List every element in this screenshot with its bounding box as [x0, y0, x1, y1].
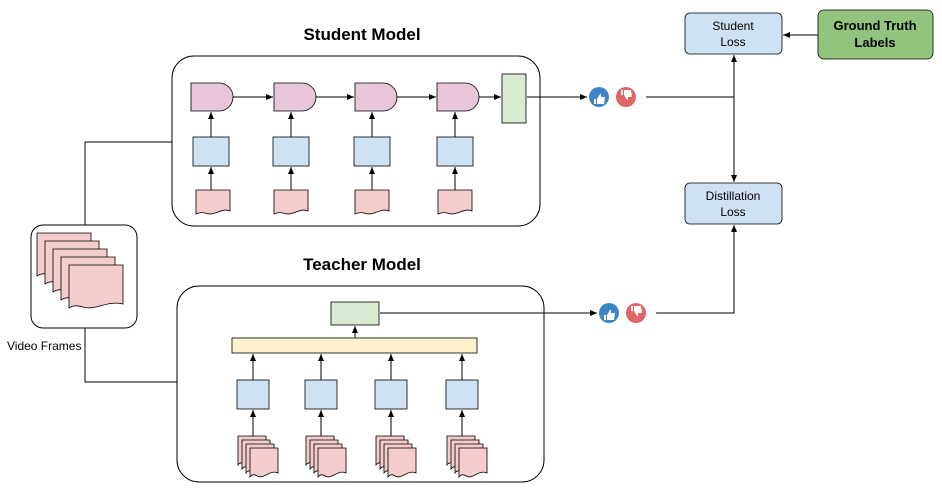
student-feature-box	[192, 136, 230, 167]
student-frame	[195, 189, 231, 215]
teacher-frame	[458, 447, 488, 479]
student-lstm-cell	[190, 82, 234, 112]
student-loss-line1: Student	[712, 19, 754, 33]
student-feature-box	[353, 136, 391, 167]
teacher-prediction-icons	[599, 303, 646, 323]
student-output-block	[501, 73, 527, 124]
input-connectors	[84, 141, 177, 383]
teacher-model-title: Teacher Model	[303, 255, 421, 274]
student-lstm-cell	[273, 82, 317, 112]
student-vertical-arrows	[208, 112, 458, 190]
prediction-arrows	[380, 94, 597, 316]
distillation-loss-box	[684, 182, 783, 225]
ground-truth-line2: Labels	[854, 35, 895, 50]
video-frames-stack	[36, 232, 124, 309]
teacher-feature-box	[236, 379, 270, 410]
student-feature-box	[272, 136, 310, 167]
teacher-model-container	[176, 285, 545, 483]
student-model-title: Student Model	[303, 25, 420, 44]
video-frame	[68, 264, 124, 309]
student-frames	[195, 189, 473, 215]
student-prediction-icons	[589, 87, 636, 107]
teacher-output-block	[330, 301, 380, 326]
student-loss-box	[684, 12, 783, 55]
thumbs-down-glyph	[631, 306, 642, 316]
student-frame	[437, 189, 473, 215]
teacher-feature-box	[304, 379, 338, 410]
student-lstm-cells	[190, 82, 480, 112]
student-frame	[273, 189, 309, 215]
teacher-vertical-arrows	[250, 354, 465, 436]
student-frame	[354, 189, 390, 215]
distillation-loss-line2: Loss	[720, 205, 745, 219]
student-lstm-cell	[436, 82, 480, 112]
student-lstm-cell	[354, 82, 398, 112]
ground-truth-line1: Ground Truth	[833, 18, 916, 33]
teacher-frame	[317, 447, 347, 479]
video-frames-label: Video Frames	[7, 339, 81, 353]
thumbs-up-glyph	[604, 310, 615, 320]
teacher-frame	[249, 447, 279, 479]
student-feature-boxes	[192, 136, 474, 167]
student-loss-line2: Loss	[720, 35, 745, 49]
loss-connectors	[646, 32, 818, 314]
thumbs-up-glyph	[594, 94, 605, 104]
teacher-frame	[387, 447, 417, 479]
distillation-loss-line1: Distillation	[706, 189, 761, 203]
student-feature-box	[436, 136, 474, 167]
teacher-aggregation-layer	[231, 337, 478, 354]
thumbs-down-glyph	[621, 90, 632, 100]
teacher-frame-stacks	[237, 435, 488, 479]
teacher-feature-box	[445, 379, 479, 410]
teacher-feature-box	[374, 379, 408, 410]
